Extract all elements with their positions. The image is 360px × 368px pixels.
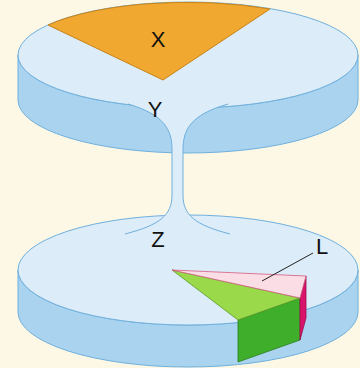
neck-outline [125, 104, 172, 234]
neck-outline [183, 104, 230, 234]
sector-outline [48, 2, 270, 80]
region-letter: Y [148, 99, 163, 121]
part-label: L [316, 236, 328, 258]
region-letter: X [151, 29, 166, 51]
top-disc: XY [18, 2, 358, 147]
neck [125, 104, 230, 234]
region-letter: Z [151, 229, 164, 251]
wedge-pink-layer [172, 270, 306, 298]
leader-line [262, 253, 313, 281]
sector-region: X [45, 2, 275, 82]
bottom-disc: Z [18, 215, 358, 368]
top-disc-face [18, 2, 358, 108]
